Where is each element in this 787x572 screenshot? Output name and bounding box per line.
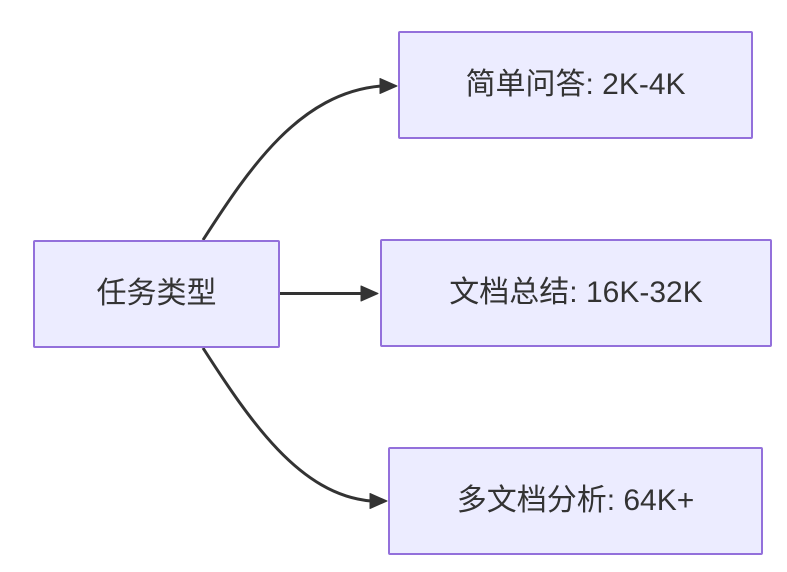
node-simple-qa-label: 简单问答: 2K-4K	[465, 68, 686, 101]
arrowhead-bottom-icon	[369, 493, 388, 509]
edge-to-simple-qa	[201, 84, 382, 241]
node-multi-doc-analysis-label: 多文档分析: 64K+	[456, 484, 695, 517]
node-task-type: 任务类型	[33, 240, 280, 348]
edge-to-multi-doc	[201, 347, 372, 503]
node-doc-summary-label: 文档总结: 16K-32K	[449, 276, 703, 309]
arrowhead-middle-icon	[360, 285, 379, 302]
arrowhead-top-icon	[379, 78, 398, 94]
node-task-type-label: 任务类型	[96, 277, 217, 310]
node-multi-doc-analysis: 多文档分析: 64K+	[388, 447, 763, 555]
node-simple-qa: 简单问答: 2K-4K	[398, 31, 753, 139]
node-doc-summary: 文档总结: 16K-32K	[380, 239, 772, 347]
